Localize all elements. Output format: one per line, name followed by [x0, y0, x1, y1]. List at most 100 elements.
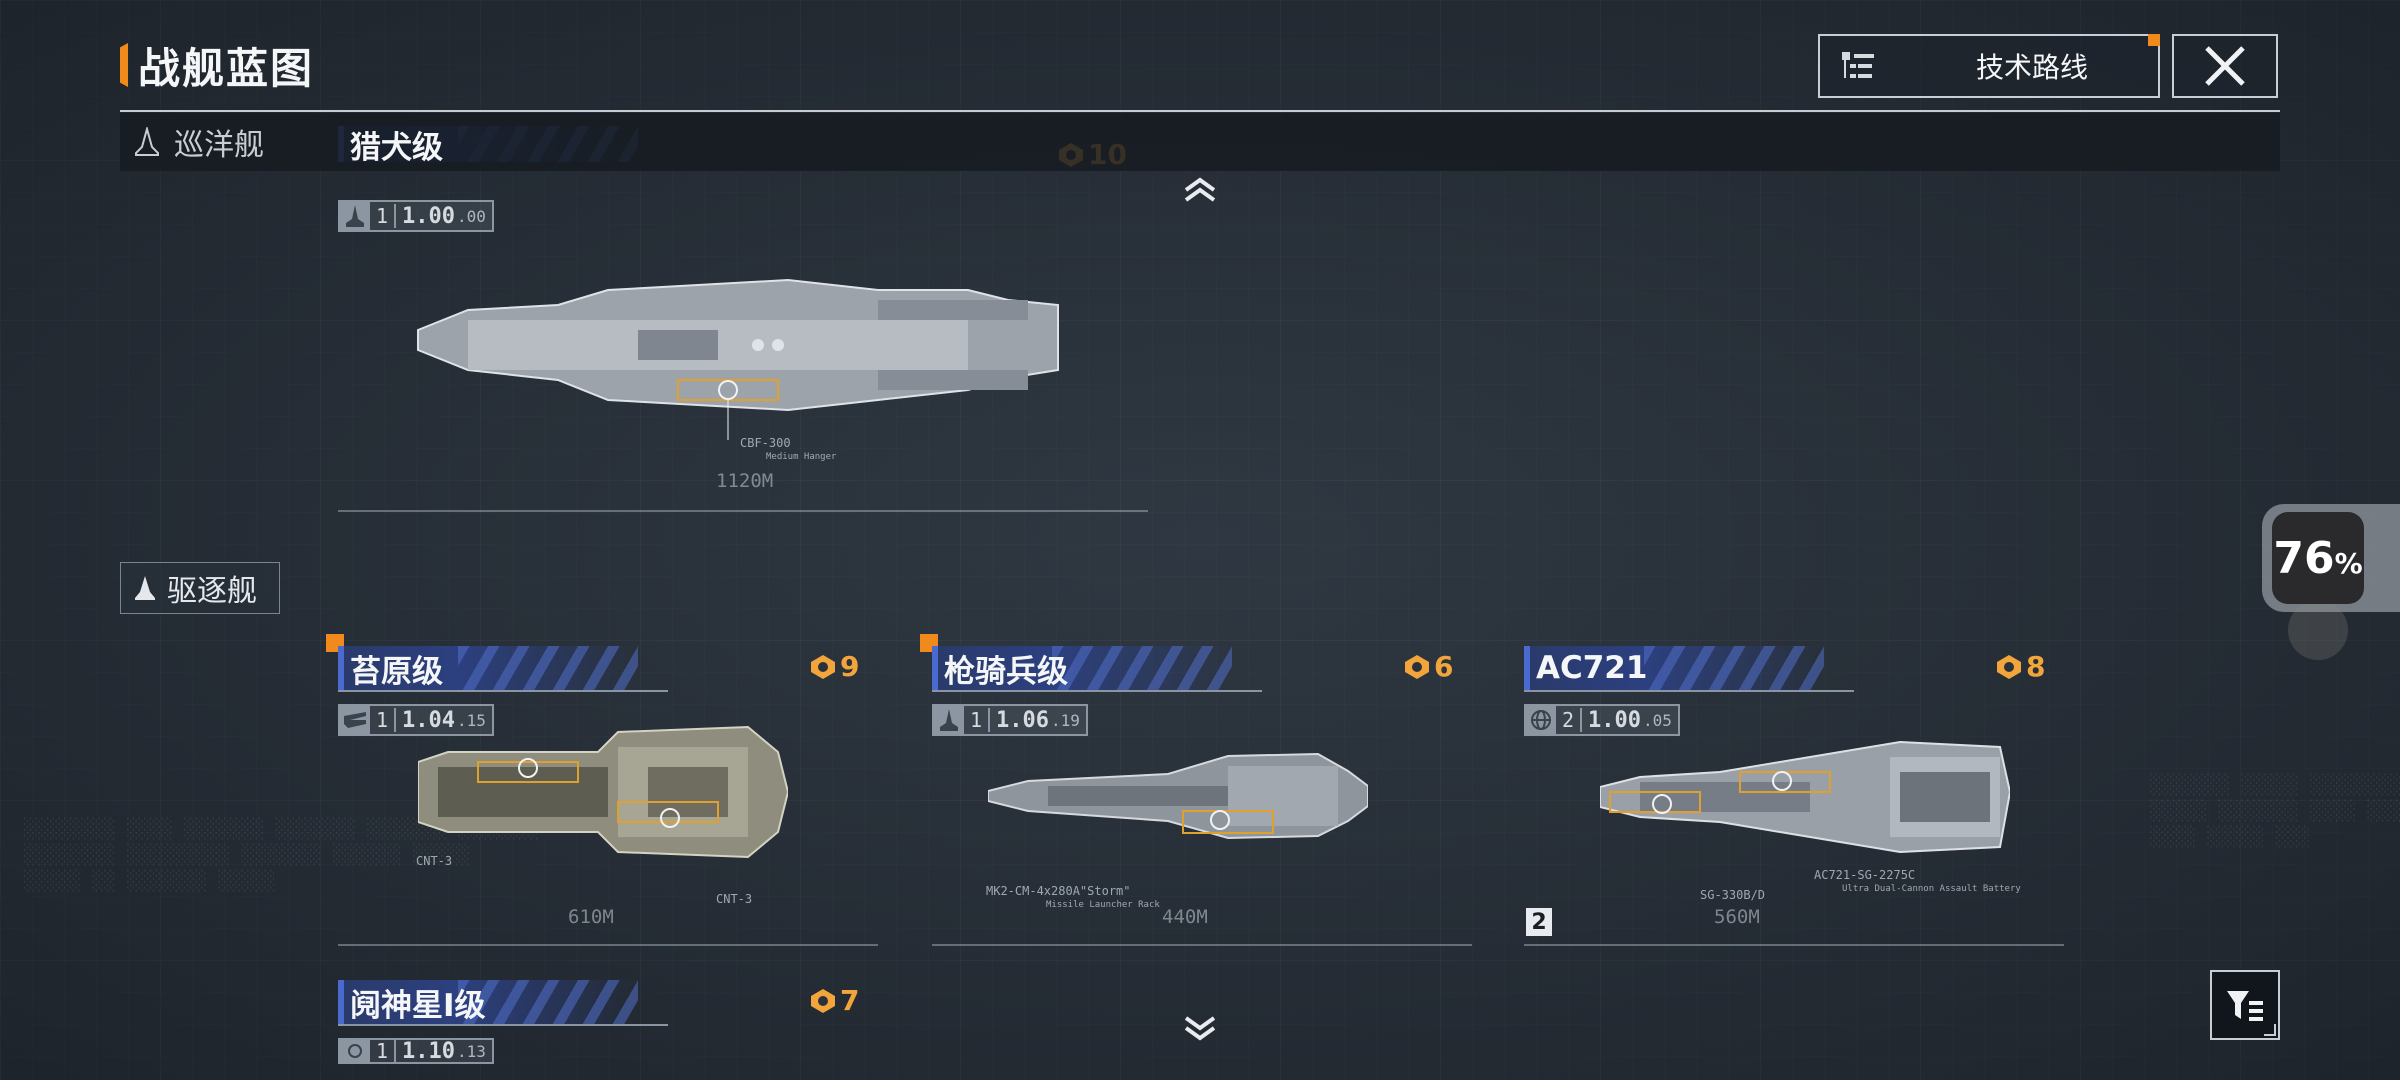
name-underline: [932, 690, 1262, 692]
chevron-down-icon[interactable]: [1182, 1014, 1218, 1044]
cruiser-class-icon: [135, 127, 159, 156]
ship-stat-sub: .19: [1051, 710, 1080, 730]
progress-number: 76: [2273, 532, 2335, 584]
ship-weapon-a: CNT-3: [416, 854, 453, 868]
destroyer-class-icon: [135, 576, 155, 600]
ship-cost: 6: [1404, 650, 1453, 683]
category-header-cruiser[interactable]: 巡洋舰: [120, 113, 2280, 171]
ship-name-plate: AC721: [1524, 646, 1824, 690]
ship-scale-line: [338, 510, 1148, 512]
progress-avatar: 76%: [2272, 512, 2364, 604]
progress-widget[interactable]: 76%: [2262, 504, 2400, 660]
close-icon: [2205, 46, 2245, 86]
name-plate-bar: [1524, 646, 1530, 690]
ship-scale-line: [1524, 944, 2064, 946]
ship-name-plate: 枪骑兵级: [932, 646, 1232, 690]
ship-lancer-blueprint-image: [988, 752, 1368, 840]
name-plate-bar: [338, 646, 344, 690]
ship-stat-sub: .05: [1643, 710, 1672, 730]
blueprint-cost-icon: [1997, 654, 2021, 679]
ship-cost: 7: [810, 984, 859, 1017]
ship-weapon-b: CNT-3: [716, 892, 753, 906]
progress-value: 76%: [2273, 533, 2362, 584]
ship-name: 猎犬级: [350, 129, 443, 163]
background-watermark-right: ░░░░░░░ ░░░░░ ░░░░░░░░ ░░░░░ ░░░░░░░ ░░░…: [2150, 774, 2400, 848]
ship-weapon-a: AC721-SG-2275C: [1814, 868, 1916, 882]
ship-name: 苔原级: [350, 653, 443, 690]
ship-name: 枪骑兵级: [944, 653, 1068, 690]
ship-stat-main: 1.06: [996, 707, 1050, 733]
blueprint-cost-icon: [1405, 654, 1429, 679]
ship-cost-value: 7: [840, 984, 860, 1017]
ship-name: AC721: [1536, 650, 1648, 686]
page-title: 战舰蓝图: [120, 38, 314, 93]
ship-cost-value: 9: [840, 650, 860, 683]
name-plate-bar: [932, 646, 938, 690]
blueprint-cost-icon: [811, 988, 835, 1013]
name-underline: [338, 690, 668, 692]
ship-weapon-sublabel: Medium Hanger: [766, 452, 837, 462]
section-label-destroyer[interactable]: 驱逐舰: [120, 562, 280, 614]
ship-cost: 8: [1996, 650, 2045, 683]
ship-stat-tier: 1: [370, 1039, 397, 1063]
ship-stat-box: 2 1.00 .05: [1524, 704, 1680, 736]
tier-badge: 2: [1526, 908, 1552, 936]
category-label: 巡洋舰: [174, 128, 264, 163]
filter-button[interactable]: [2210, 970, 2280, 1040]
ship-length: 440M: [1162, 906, 1208, 928]
globe-icon: [1526, 706, 1556, 734]
ship-stat-box: 1 1.00 .00: [338, 200, 494, 232]
progress-unit: %: [2334, 546, 2363, 580]
header-divider: [120, 110, 2280, 112]
ship-weapon-b: Missile Launcher Rack: [1046, 900, 1160, 910]
ship-stat-sub: .13: [457, 1041, 486, 1061]
ship-stat-box: 1 1.04 .15: [338, 704, 494, 736]
ship-scale-line: [932, 944, 1472, 946]
ship-stat-box: 1 1.06 .19: [932, 704, 1088, 736]
corvette-class-icon: [340, 1040, 370, 1062]
ship-hound-blueprint-image: [417, 278, 1059, 440]
name-underline: [1524, 690, 1854, 692]
ship-stat-tier: 1: [370, 708, 397, 732]
ship-scale-line: [338, 944, 878, 946]
ship-stat-main: 1.00: [402, 203, 456, 229]
ship-stat-tier: 1: [370, 204, 397, 228]
notification-dot: [2148, 34, 2160, 46]
ship-weapon-a-sub: Ultra Dual-Cannon Assault Battery: [1842, 884, 2021, 894]
ship-stat-box: 1 1.10 .13: [338, 1038, 494, 1064]
ship-name: 阋神星Ⅰ级: [350, 987, 486, 1024]
ship-ac721-blueprint-image: [1600, 740, 2010, 854]
ship-weapon-label: CBF-300: [740, 436, 791, 450]
tech-tree-icon: [1842, 52, 1874, 78]
title-accent-bar: [120, 43, 128, 87]
ship-weapon-a: MK2-CM-4x280A"Storm": [986, 884, 1131, 898]
close-button[interactable]: [2172, 34, 2278, 98]
ship-stat-main: 1.00: [1588, 707, 1642, 733]
ship-stat-sub: .15: [457, 710, 486, 730]
ship-name-plate: 苔原级: [338, 646, 638, 690]
carrier-class-icon: [340, 706, 370, 734]
ship-stat-main: 1.10: [402, 1038, 456, 1064]
ship-cost-value: 8: [2026, 650, 2046, 683]
name-plate-bar: [338, 980, 344, 1024]
fighter-class-icon: [934, 706, 964, 734]
ship-cost: 9: [810, 650, 859, 683]
ship-stat-tier: 2: [1556, 708, 1583, 732]
tech-route-button[interactable]: 技术路线: [1818, 34, 2160, 98]
ship-stat-main: 1.04: [402, 707, 456, 733]
section-label-text: 驱逐舰: [167, 574, 257, 609]
ship-name-plate: 阋神星Ⅰ级: [338, 980, 638, 1024]
tech-route-label: 技术路线: [1976, 51, 2089, 84]
ship-cost-value: 6: [1434, 650, 1454, 683]
ship-stat-sub: .00: [457, 206, 486, 226]
blueprint-cost-icon: [811, 654, 835, 679]
ship-length: 1120M: [716, 470, 774, 492]
name-underline: [338, 1024, 668, 1026]
ship-length: 560M: [1714, 906, 1760, 928]
filter-icon: [2227, 991, 2263, 1021]
ship-weapon-b: SG-330B/D: [1700, 888, 1766, 902]
ship-length: 610M: [568, 906, 614, 928]
ship-stat-tier: 1: [964, 708, 991, 732]
ship-tundra-blueprint-image: [418, 725, 788, 859]
chevron-up-icon[interactable]: [1182, 174, 1218, 204]
